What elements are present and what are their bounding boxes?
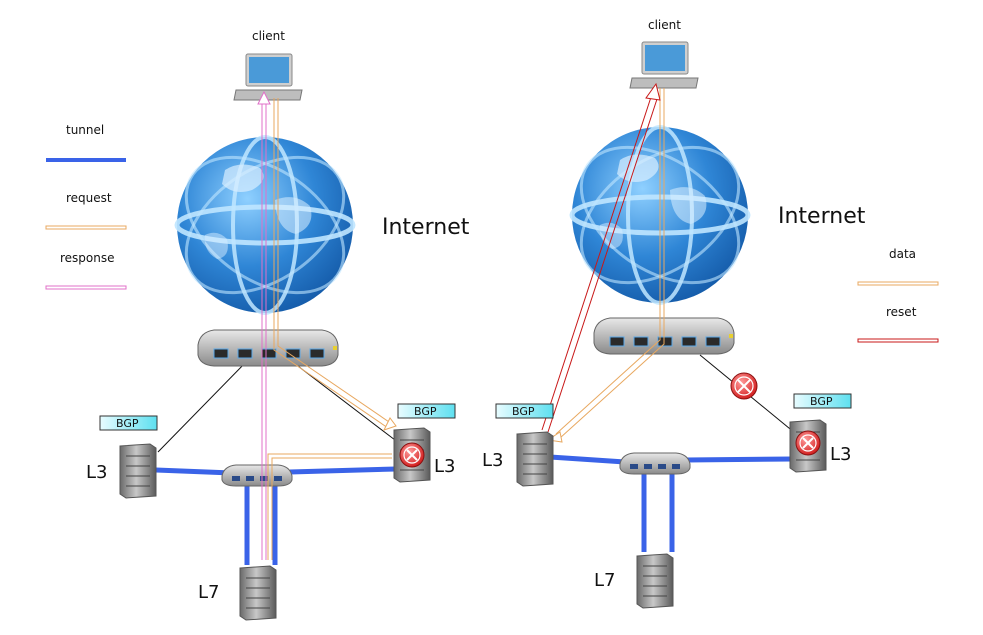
l7-server-icon-right (636, 553, 674, 609)
client-label-right: client (648, 18, 681, 32)
l3-label-right-b: L3 (830, 444, 851, 465)
l3-label-left-a: L3 (86, 462, 107, 483)
l7-server-icon (239, 565, 277, 621)
response-path-left (257, 90, 271, 560)
left-diagram: Internet client (86, 29, 470, 621)
legend-tunnel-label: tunnel (66, 123, 104, 137)
router-icon (197, 329, 339, 367)
legend-response-label: response (60, 251, 115, 265)
laptop-icon (233, 53, 303, 101)
legend-reset-swatch (857, 338, 939, 343)
failure-icon-left (399, 442, 425, 468)
failure-icon-link-right (730, 372, 758, 400)
legend-request-swatch (45, 225, 127, 230)
svg-text:BGP: BGP (512, 405, 535, 418)
l3-server-right-a-icon (516, 431, 554, 487)
globe-icon (174, 135, 356, 315)
l7-label-left: L7 (198, 582, 219, 603)
reset-path-right (541, 82, 661, 433)
bgp-badge-right-b: BGP (793, 393, 852, 409)
l3-label-left-b: L3 (434, 456, 455, 477)
svg-text:BGP: BGP (116, 417, 139, 430)
l3-server-left-icon (119, 443, 157, 499)
right-diagram: Internet client (482, 18, 866, 609)
svg-text:BGP: BGP (414, 405, 437, 418)
internet-label-left: Internet (382, 215, 470, 240)
internet-label-right: Internet (778, 204, 866, 229)
switch-icon-right (619, 452, 691, 475)
svg-text:BGP: BGP (810, 395, 833, 408)
data-path-right (546, 88, 665, 443)
request-path-left (267, 98, 397, 560)
bgp-badge-right-a: BGP (495, 403, 554, 419)
legend-left: tunnel request response (45, 123, 127, 290)
legend-request-label: request (66, 191, 112, 205)
laptop-icon-right (629, 41, 699, 89)
legend-reset-label: reset (886, 305, 917, 319)
legend-response-swatch (45, 285, 127, 290)
l3-label-right-a: L3 (482, 450, 503, 471)
legend-data-label: data (889, 247, 916, 261)
bgp-badge-left: BGP (99, 415, 158, 431)
tunnel-lines-left (155, 466, 397, 565)
bgp-badge-right: BGP (397, 403, 456, 419)
failure-icon-server-right (795, 430, 821, 456)
link-router-l3-left (157, 359, 249, 453)
client-label-left: client (252, 29, 285, 43)
l7-label-right: L7 (594, 570, 615, 591)
switch-icon (221, 464, 293, 487)
legend-right: data reset (857, 247, 939, 343)
legend-data-swatch (857, 281, 939, 286)
tunnel-lines-right (549, 454, 793, 552)
